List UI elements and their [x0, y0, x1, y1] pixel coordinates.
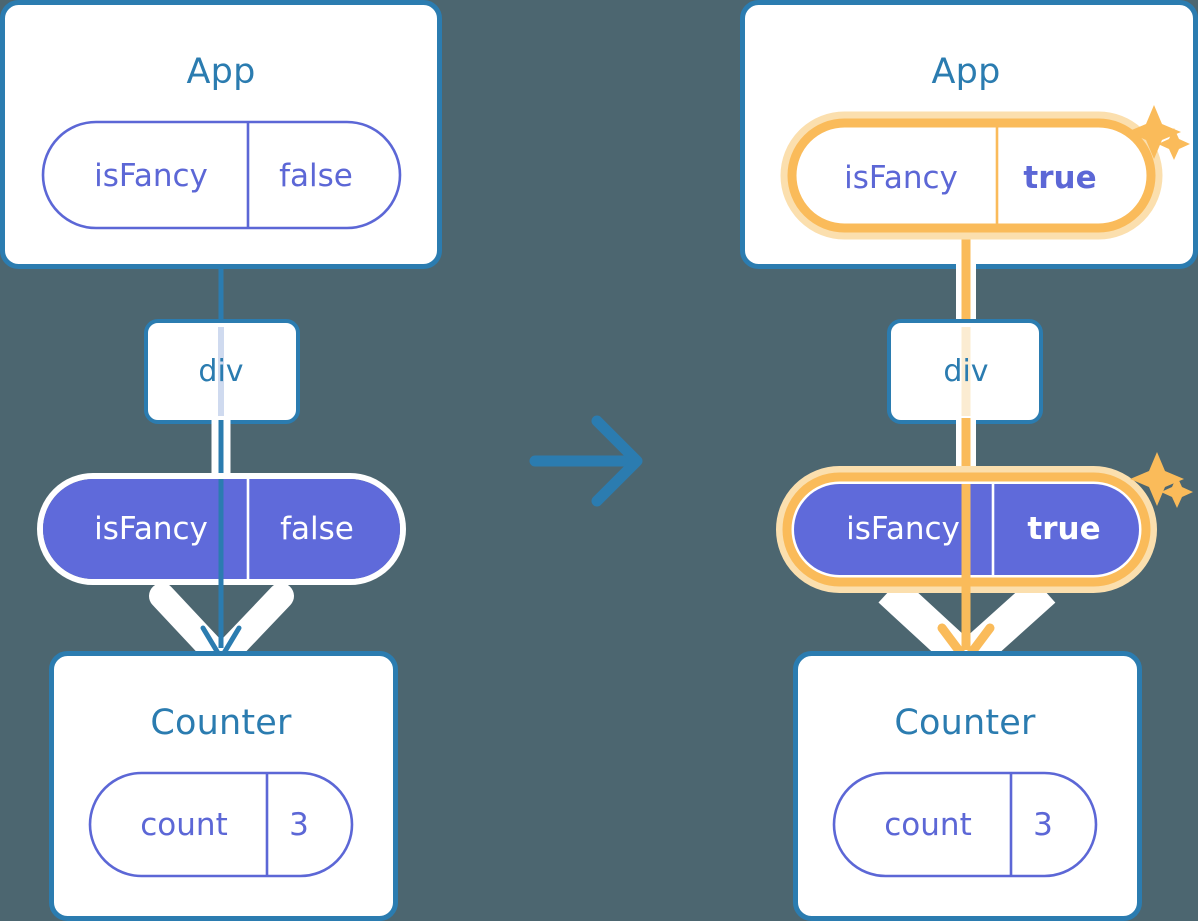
- transition-arrow-icon: [529, 415, 643, 507]
- panel-before: [0, 0, 442, 921]
- app-state-pill-after: [787, 118, 1156, 233]
- counter-state-pill-before: [88, 771, 354, 878]
- sparkle-small-top-icon: [1158, 128, 1190, 160]
- panel-after: [740, 0, 1198, 921]
- sparkle-small-mid-icon: [1161, 476, 1193, 508]
- sparkle-large-mid-icon: [1130, 452, 1184, 506]
- counter-state-pill-after: [832, 771, 1098, 878]
- sparkle-large-top-icon: [1127, 105, 1181, 159]
- app-state-pill-before: [41, 120, 402, 230]
- app-state-pill-glow-after: [780, 111, 1163, 240]
